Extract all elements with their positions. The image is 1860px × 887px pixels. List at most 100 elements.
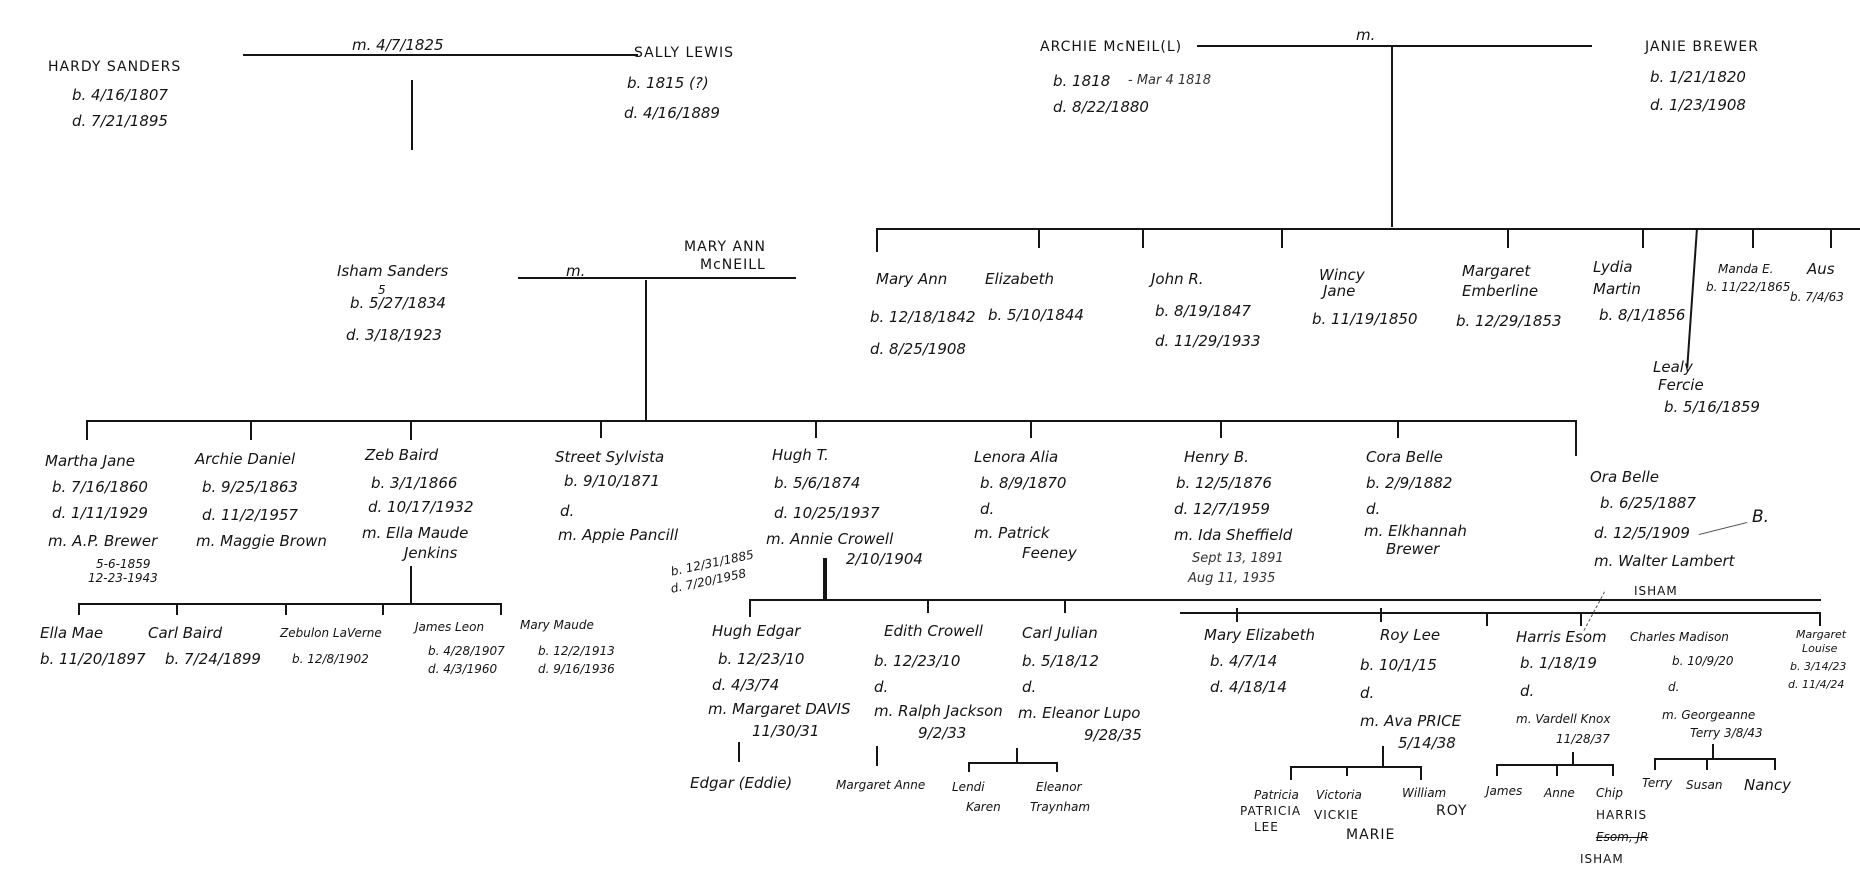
person-name-line1: Margaret — [1462, 262, 1531, 280]
person-name: Edith Crowell — [884, 622, 983, 640]
spouse-death: 12-23-1943 — [88, 571, 158, 585]
birth-date: b. 10/9/20 — [1672, 654, 1734, 668]
name-line2: Traynham — [1030, 800, 1091, 814]
marriage-date: 11/28/37 — [1556, 732, 1610, 746]
spouse: m. Ava PRICE — [1360, 712, 1462, 730]
person-name-line1: Lydia — [1593, 258, 1633, 276]
child-drop — [1220, 420, 1222, 438]
name-line1: Chip — [1596, 786, 1623, 800]
death-date: d. 11/2/1957 — [202, 506, 298, 524]
birth-date: b. 5/16/1859 — [1664, 398, 1760, 416]
person-name: Manda E. — [1718, 262, 1774, 276]
birth-date: b. 11/22/1865 — [1706, 280, 1791, 294]
child-drop — [1575, 420, 1577, 456]
sibling-line-roy — [1290, 766, 1422, 768]
child-drop — [876, 228, 878, 252]
person-name: Henry B. — [1184, 448, 1249, 466]
death-date: d. 11/4/24 — [1788, 678, 1845, 691]
person-name-line2: Jane — [1323, 282, 1356, 300]
child-drop — [78, 603, 80, 615]
birth-date: b. 12/5/1876 — [1176, 474, 1272, 492]
person-name-line1: Lealy — [1653, 358, 1693, 376]
birth-date: b. 1/21/1820 — [1650, 68, 1746, 86]
birth-date: b. 12/2/1913 — [538, 644, 615, 658]
child-drop — [749, 599, 751, 617]
person-name: Lenora Alia — [974, 448, 1059, 466]
child-drop — [1064, 599, 1066, 613]
spouse: m. Ida Sheffield — [1174, 526, 1293, 544]
spouse-line2: Brewer — [1386, 540, 1440, 558]
sibling-line-hugh — [749, 599, 1821, 601]
birth-date: b. 5/27/1834 — [350, 294, 446, 312]
child-drop — [1612, 764, 1614, 776]
person-name: Charles Madison — [1630, 630, 1729, 644]
name-line1: Patricia — [1254, 788, 1299, 802]
name-line2: Karen — [966, 800, 1001, 814]
descent-line-hugh-edgar — [738, 742, 740, 762]
child-drop — [410, 420, 412, 440]
birth-date: b. 3/14/23 — [1790, 660, 1847, 673]
child-drop — [1281, 228, 1283, 248]
death-date: d. 12/7/1959 — [1174, 500, 1270, 518]
person-name: Street Sylvista — [555, 448, 665, 466]
birth-date: b. 1/18/19 — [1520, 654, 1597, 672]
person-name-line2: Louise — [1802, 642, 1838, 655]
marriage-line-archie-janie — [1197, 45, 1592, 47]
person-name: ARCHIE McNEIL(L) — [1040, 39, 1183, 55]
name-line2: VICKIE — [1314, 808, 1360, 822]
spouse: m. A.P. Brewer — [48, 532, 158, 550]
person-name: Archie Daniel — [195, 450, 296, 468]
birth-date: b. 4/28/1907 — [428, 644, 505, 658]
death-date: d. 1/11/1929 — [52, 504, 148, 522]
spouse: m. Vardell Knox — [1516, 712, 1611, 726]
spouse: m. Appie Pancill — [558, 526, 679, 544]
spouse: m. Annie Crowell — [766, 530, 894, 548]
spouse: m. Patrick — [974, 524, 1050, 542]
death-date: d. — [1366, 500, 1381, 518]
great-grandchild-terry: Terry — [1642, 776, 1673, 790]
person-name: Hugh Edgar — [712, 622, 801, 640]
death-date: d. — [980, 500, 995, 518]
child-drop — [1346, 766, 1348, 776]
name-line1: Eleanor — [1036, 780, 1082, 794]
birth-date: b. 10/1/15 — [1360, 656, 1437, 674]
person-name: Elizabeth — [985, 270, 1055, 288]
person-name-line2: Martin — [1593, 280, 1641, 298]
death-date: d. 4/3/1960 — [428, 662, 498, 676]
death-date: d. 4/18/14 — [1210, 678, 1287, 696]
person-name: Isham Sanders — [337, 262, 449, 280]
annotation-connector — [1698, 521, 1748, 536]
child-drop — [1580, 612, 1582, 626]
person-name-line2: Fercie — [1658, 376, 1704, 394]
marriage-date: 9/2/33 — [918, 724, 967, 742]
marriage-date: 9/28/35 — [1084, 726, 1142, 744]
person-name: Ora Belle — [1590, 468, 1660, 486]
name-line2: HARRIS — [1596, 808, 1648, 822]
marriage-date: 11/30/31 — [752, 722, 820, 740]
person-name: Aus — [1807, 260, 1835, 278]
birth-date: b. 5/6/1874 — [774, 474, 861, 492]
death-date: d. — [1360, 684, 1375, 702]
child-drop — [382, 603, 384, 615]
annotation: B. — [1752, 507, 1770, 527]
person-name-line2: McNEILL — [700, 257, 766, 273]
death-date: d. 9/16/1936 — [538, 662, 615, 676]
child-drop — [1830, 228, 1832, 248]
person-name: JANIE BREWER — [1645, 39, 1759, 55]
descent-line-carl — [1016, 748, 1018, 762]
birth-date: b. 8/19/1847 — [1155, 302, 1251, 320]
name-line2: PATRICIA — [1240, 804, 1302, 818]
child-drop — [500, 603, 502, 615]
child-drop — [1706, 758, 1708, 770]
death-date: d. 4/16/1889 — [624, 104, 720, 122]
birth-date: b. 7/16/1860 — [52, 478, 148, 496]
person-name-line1: MARY ANN — [684, 239, 767, 255]
child-drop — [1642, 228, 1644, 248]
death-date: d. — [1022, 678, 1037, 696]
death-date: d. 12/5/1909 — [1594, 524, 1690, 542]
descent-line-isham-maryann — [645, 280, 647, 420]
death-date: d. 8/25/1908 — [870, 340, 966, 358]
birth-date: b. 12/8/1902 — [292, 652, 369, 666]
birth-date: b. 8/1/1856 — [1599, 306, 1686, 324]
marriage-line-hardy-sally — [243, 54, 638, 56]
